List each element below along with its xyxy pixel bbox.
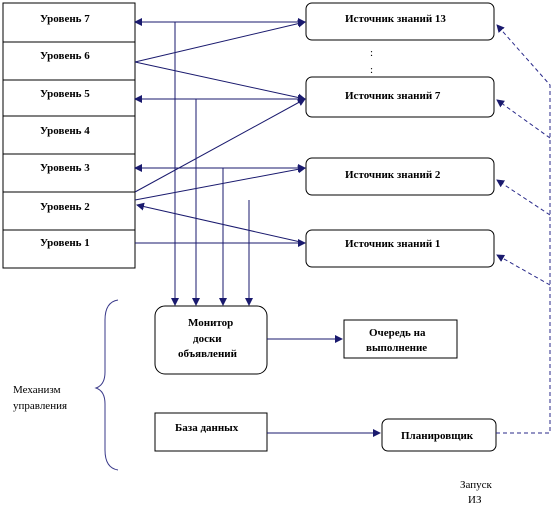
launch-label-2: ИЗ [468, 494, 482, 506]
control-mechanism-label-1: Механизм [13, 384, 61, 396]
queue-label-2: выполнение [366, 342, 427, 354]
knowledge-source-13-label: Источник знаний 13 [345, 13, 446, 25]
monitor-label-2: доски [193, 333, 222, 345]
level-4-label: Уровень 4 [40, 125, 90, 137]
queue-label-1: Очередь на [369, 327, 426, 339]
knowledge-sources: Источник знаний 13 : : Источник знаний 7… [305, 2, 495, 268]
level-6-label: Уровень 6 [40, 50, 90, 62]
knowledge-source-1-label: Источник знаний 1 [345, 238, 440, 250]
monitor-label-3: объявлений [178, 348, 238, 360]
scheduler [381, 418, 497, 452]
scheduler-label: Планировщик [401, 430, 474, 442]
database [154, 412, 268, 452]
ellipsis-1: : [370, 47, 373, 59]
knowledge-source-7 [305, 76, 495, 118]
knowledge-source-13 [305, 2, 495, 41]
monitor-feed-lines [171, 22, 253, 306]
monitor-label-1: Монитор [188, 317, 233, 329]
launch-dashed-lines [496, 24, 551, 434]
launch-label-1: Запуск [460, 479, 493, 491]
control-mechanism-brace [94, 299, 119, 471]
blackboard-levels: Уровень 7 Уровень 6 Уровень 5 Уровень 4 … [2, 2, 136, 269]
ellipsis-2: : [370, 64, 373, 76]
level-7-label: Уровень 7 [40, 13, 90, 25]
execution-queue [343, 319, 458, 359]
level-1-label: Уровень 1 [40, 237, 90, 249]
knowledge-source-2 [305, 157, 495, 196]
blackboard-monitor [154, 305, 268, 375]
knowledge-source-2-label: Источник знаний 2 [345, 169, 441, 181]
knowledge-source-7-label: Источник знаний 7 [345, 90, 441, 102]
control-mechanism-label-2: управления [13, 400, 67, 412]
level-source-connections [134, 18, 306, 247]
knowledge-source-1 [305, 229, 495, 268]
database-label: База данных [175, 422, 239, 434]
level-5-label: Уровень 5 [40, 88, 90, 100]
level-3-label: Уровень 3 [40, 162, 90, 174]
level-2-label: Уровень 2 [40, 201, 90, 213]
